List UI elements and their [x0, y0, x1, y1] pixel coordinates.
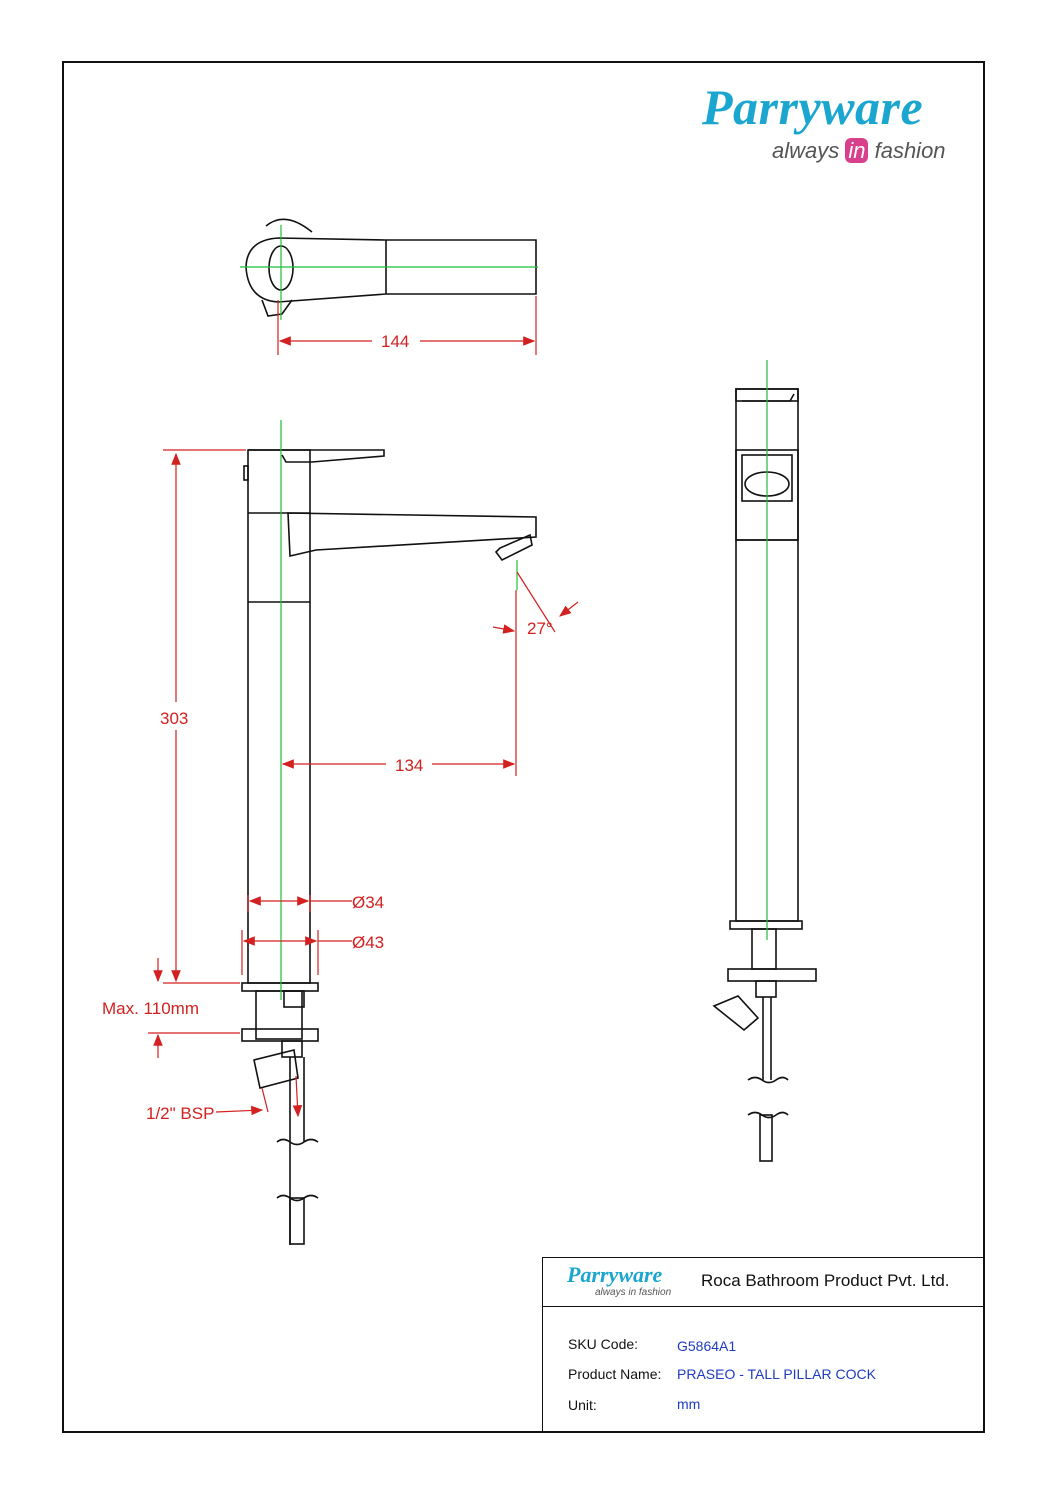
brand-tagline: always in fashion — [772, 138, 946, 163]
dim-spout-angle: 27° — [527, 619, 553, 638]
title-block: Parryware always in fashion Roca Bathroo… — [542, 1257, 985, 1433]
product-label: Product Name: — [568, 1366, 662, 1382]
dim-body-diameter: Ø34 — [352, 893, 384, 912]
sku-label: SKU Code: — [568, 1336, 639, 1352]
dim-max-counter: Max. 110mm — [102, 999, 199, 1018]
top-view-dimension — [277, 296, 537, 355]
top-view — [245, 218, 537, 317]
top-view-centerlines — [240, 225, 538, 320]
dim-flange-diameter: Ø43 — [352, 933, 384, 952]
dim-spout-length-top: 144 — [381, 332, 409, 351]
side-view — [712, 388, 817, 1162]
dim-spout-reach: 134 — [395, 756, 423, 775]
front-view-dimensions — [148, 449, 579, 1118]
brand-logo: Parryware — [702, 79, 924, 135]
title-block-logo-tagline: always in fashion — [595, 1287, 672, 1298]
drawing-frame — [62, 61, 985, 1433]
front-view-centerlines — [280, 420, 518, 1000]
title-block-logo: Parryware — [567, 1262, 663, 1287]
company-name: Roca Bathroom Product Pvt. Ltd. — [701, 1271, 950, 1290]
dim-height: 303 — [160, 709, 188, 728]
front-view — [241, 449, 537, 1245]
product-value: PRASEO - TALL PILLAR COCK — [677, 1366, 876, 1382]
dim-thread: 1/2" BSP — [146, 1104, 214, 1123]
unit-label: Unit: — [568, 1397, 597, 1413]
unit-value: mm — [677, 1396, 701, 1412]
title-block-header: Parryware always in fashion Roca Bathroo… — [543, 1258, 985, 1307]
sku-value: G5864A1 — [677, 1338, 737, 1354]
